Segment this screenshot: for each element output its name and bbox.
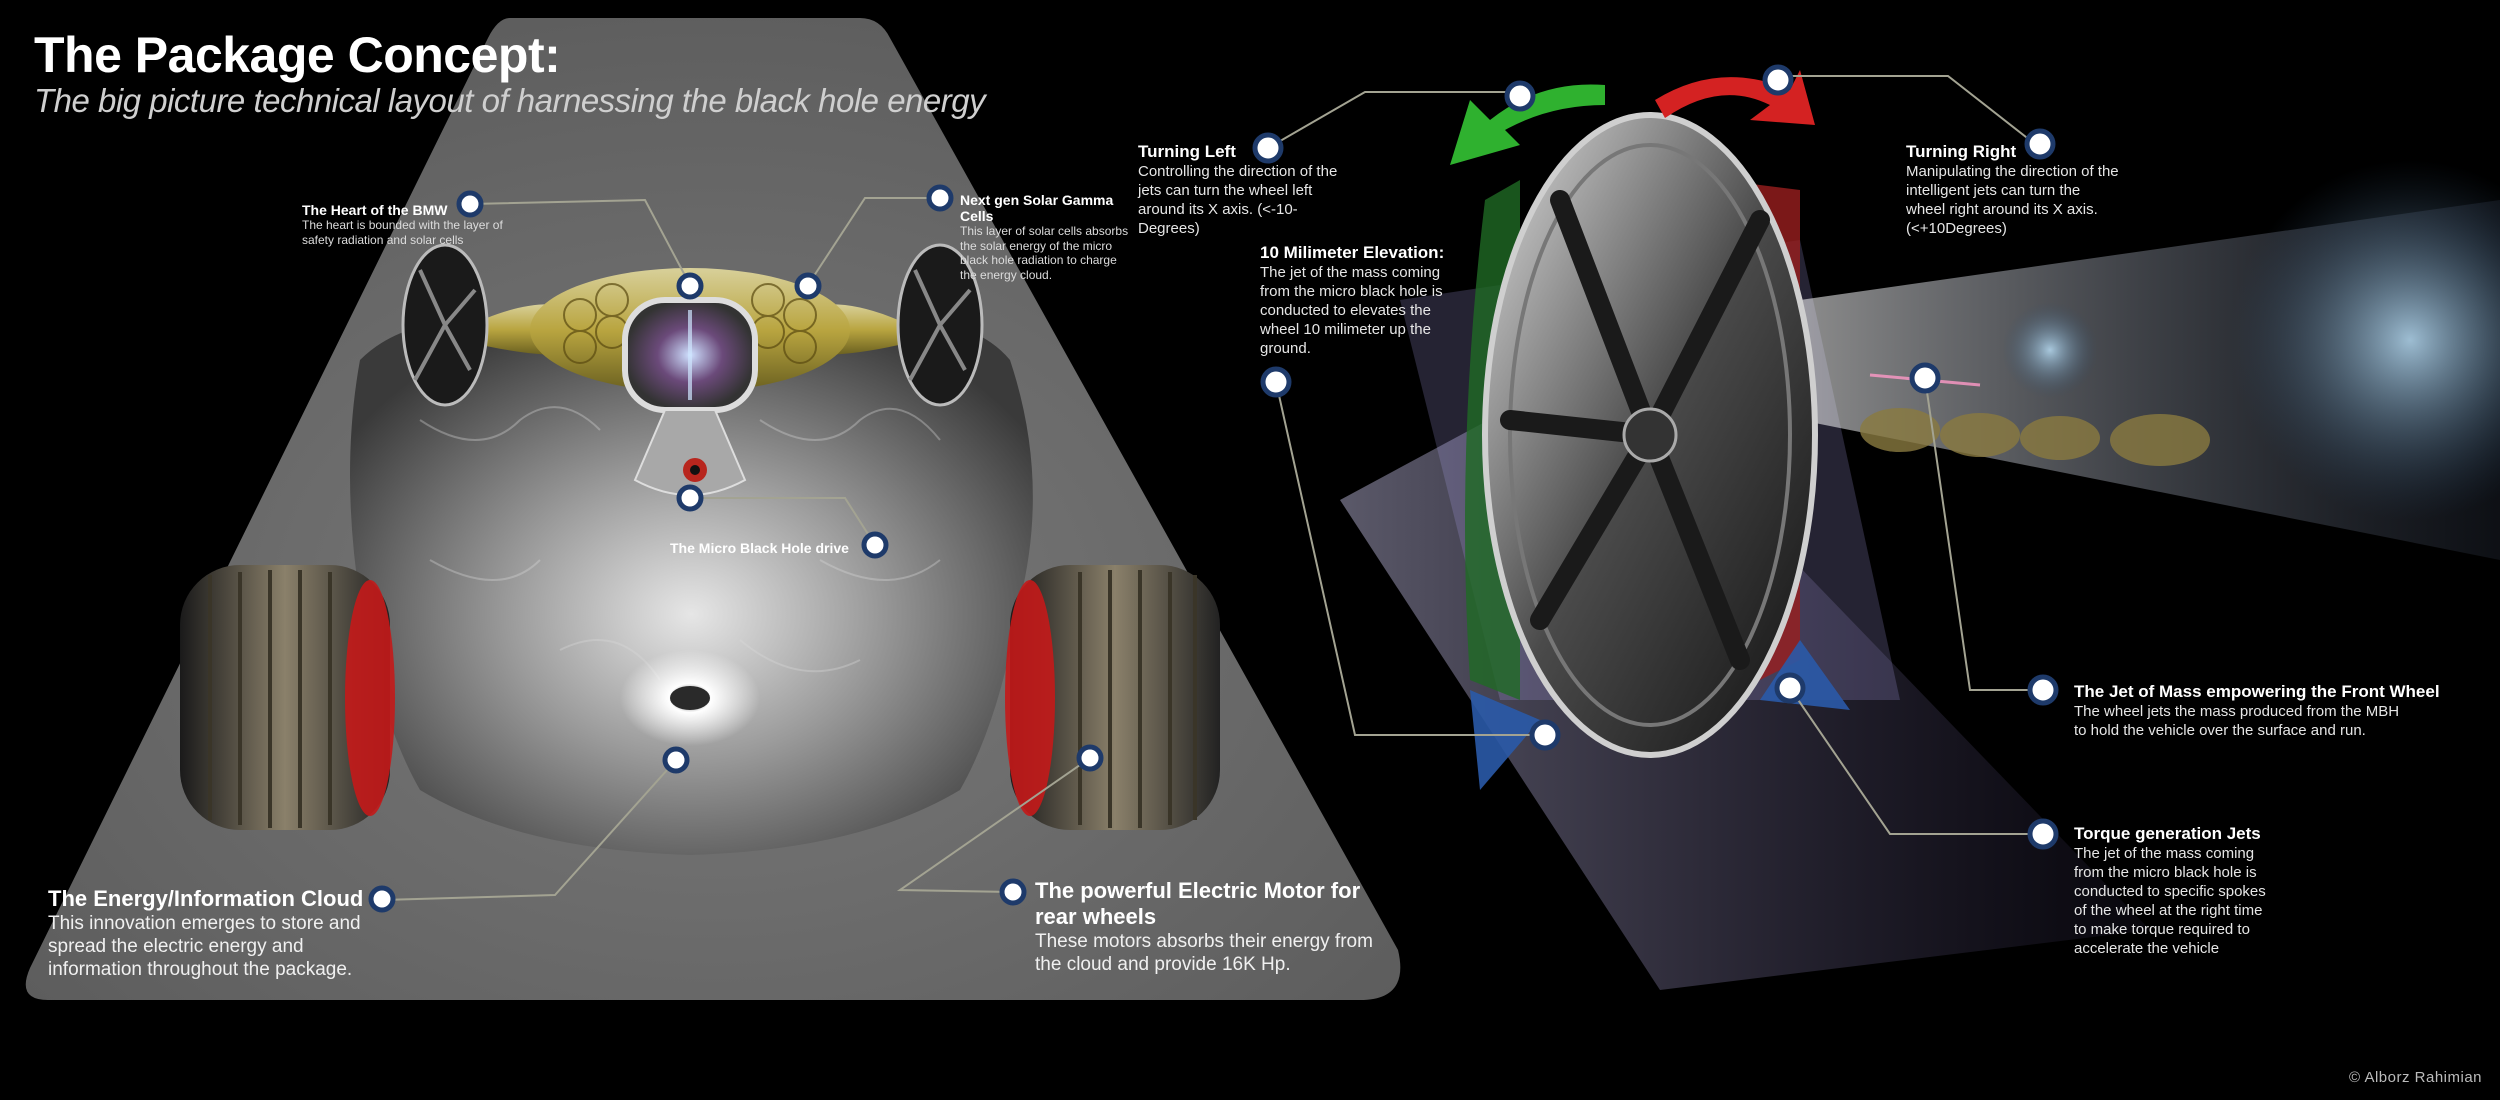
callout-heart-title: The Heart of the BMW <box>302 202 448 218</box>
callout-elevation-title: 10 Milimeter Elevation: <box>1260 243 1445 262</box>
callout-motor: The powerful Electric Motor for rear whe… <box>1035 878 1395 976</box>
callout-motor-title: The powerful Electric Motor for rear whe… <box>1035 878 1361 929</box>
callout-jet-mass-desc: The wheel jets the mass produced from th… <box>2074 703 2400 739</box>
turning-right-arrow <box>1655 70 1815 125</box>
marker-elevation-point <box>1529 719 1561 751</box>
copyright-symbol: © <box>2349 1069 2361 1086</box>
marker-elevation-label <box>1260 366 1292 398</box>
tunnel-pods <box>1860 408 2210 466</box>
marker-torque-label <box>2027 818 2059 850</box>
rear-motor-right <box>1005 565 1220 830</box>
callout-energy-cloud-desc: This innovation emerges to store and spr… <box>48 913 361 980</box>
callout-turning-left-title: Turning Left <box>1138 142 1236 161</box>
callout-elevation: 10 Milimeter Elevation: The jet of the m… <box>1260 243 1460 358</box>
cloud-veins <box>419 406 941 681</box>
callout-torque: Torque generation Jets The jet of the ma… <box>2074 824 2274 958</box>
front-wheel <box>1465 112 1850 790</box>
marker-left-point <box>1504 80 1536 112</box>
rear-motor-left <box>180 565 395 830</box>
marker-mbh-point <box>676 484 704 512</box>
callout-turning-left-desc: Controlling the direction of the jets ca… <box>1138 163 1338 237</box>
callout-jet-mass-title: The Jet of Mass empowering the Front Whe… <box>2074 682 2440 701</box>
callout-solar: Next gen Solar Gamma Cells This layer of… <box>960 192 1130 282</box>
copyright: © Alborz Rahimian <box>2349 1069 2482 1086</box>
callout-jet-mass: The Jet of Mass empowering the Front Whe… <box>2074 682 2484 740</box>
page-title: The Package Concept: <box>34 27 561 83</box>
tunnel-sphere-small <box>2002 302 2098 398</box>
copyright-author: Alborz Rahimian <box>2364 1069 2482 1086</box>
energy-cloud-body <box>350 320 1033 855</box>
marker-mbh-label <box>861 531 889 559</box>
callout-torque-desc: The jet of the mass coming from the micr… <box>2074 845 2266 957</box>
tunnel-sphere-large <box>2230 160 2500 520</box>
callout-heart: The Heart of the BMW The heart is bounde… <box>302 202 532 247</box>
marker-heart-point <box>676 272 704 300</box>
callout-solar-title: Next gen Solar Gamma Cells <box>960 192 1114 224</box>
callout-motor-desc: These motors absorbs their energy from t… <box>1035 931 1373 975</box>
marker-motor-label <box>999 878 1027 906</box>
leader-lines <box>381 75 2043 901</box>
callout-heart-desc: The heart is bounded with the layer of s… <box>302 218 503 247</box>
callout-mbh-title: The Micro Black Hole drive <box>670 540 849 556</box>
marker-jetmass-point <box>1909 362 1941 394</box>
callout-turning-right: Turning Right Manipulating the direction… <box>1906 142 2121 238</box>
marker-left-label <box>1252 132 1284 164</box>
marker-solar-label <box>926 184 954 212</box>
marker-jetmass-label <box>2027 674 2059 706</box>
fan-left <box>401 243 489 407</box>
marker-torque-point <box>1774 672 1806 704</box>
marker-motor-point <box>1076 744 1104 772</box>
page-subtitle: The big picture technical layout of harn… <box>34 82 986 119</box>
callout-turning-right-desc: Manipulating the direction of the intell… <box>1906 163 2119 237</box>
callout-energy-cloud-title: The Energy/Information Cloud <box>48 886 364 911</box>
callout-turning-right-title: Turning Right <box>1906 142 2017 161</box>
marker-right-point <box>1762 64 1794 96</box>
callout-markers <box>368 64 2059 913</box>
marker-heart-label <box>456 190 484 218</box>
callout-torque-title: Torque generation Jets <box>2074 824 2261 843</box>
marker-cloud-point <box>662 746 690 774</box>
callout-elevation-desc: The jet of the mass coming from the micr… <box>1260 264 1443 357</box>
callout-energy-cloud: The Energy/Information Cloud This innova… <box>48 886 408 981</box>
turning-left-arrow <box>1450 84 1605 165</box>
marker-cloud-label <box>368 885 396 913</box>
marker-solar-point <box>794 272 822 300</box>
fan-right <box>896 243 984 407</box>
callout-solar-desc: This layer of solar cells absorbs the so… <box>960 224 1129 282</box>
marker-right-label <box>2024 128 2056 160</box>
callout-turning-left: Turning Left Controlling the direction o… <box>1138 142 1338 238</box>
